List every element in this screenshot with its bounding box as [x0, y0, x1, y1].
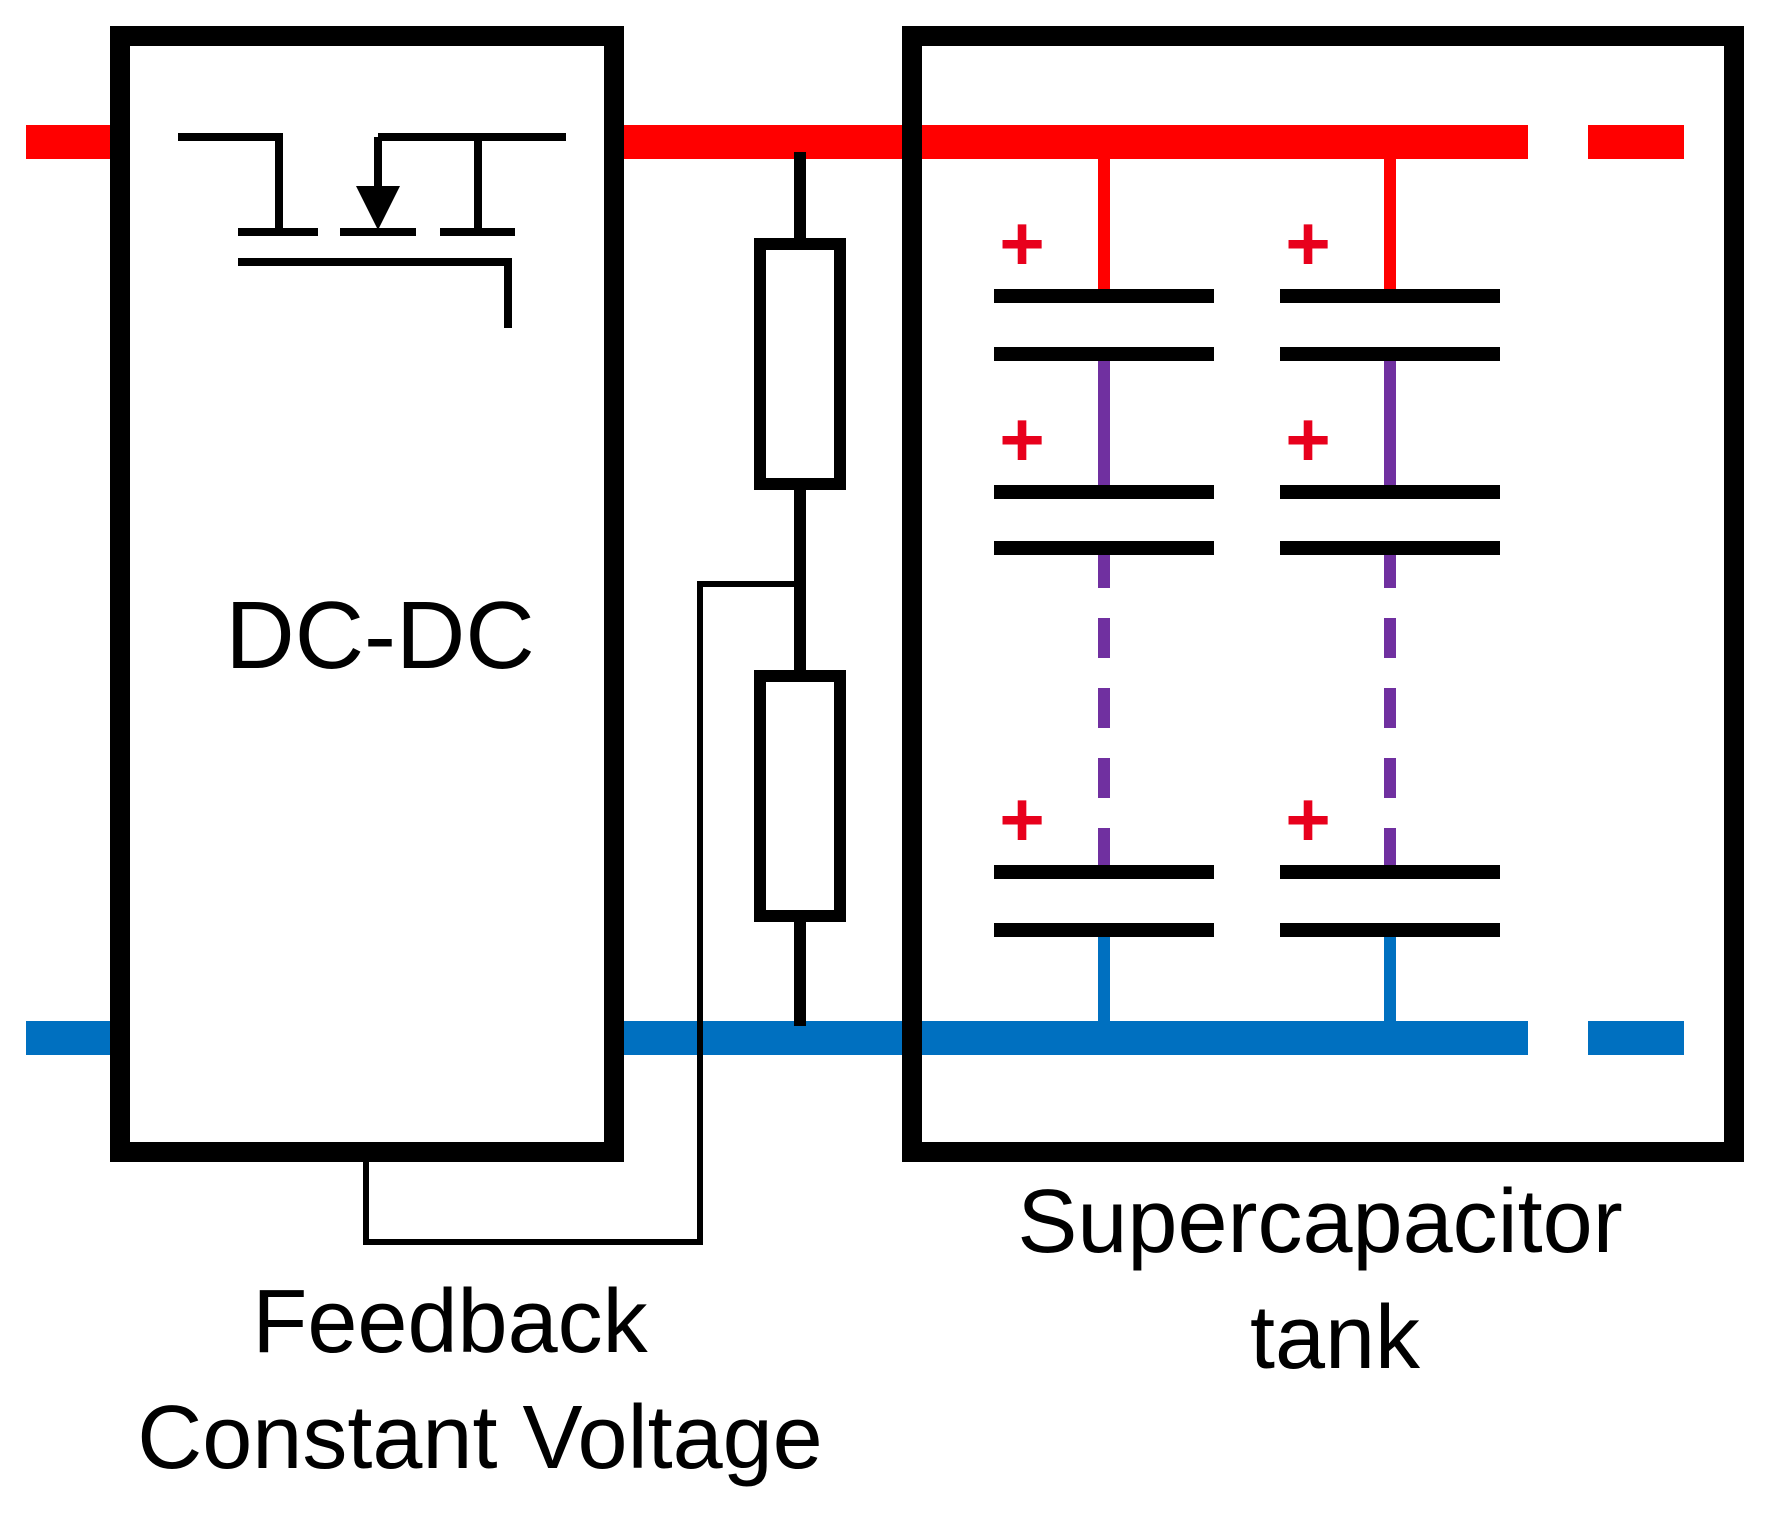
feedback-label-line1: Feedback — [252, 1272, 648, 1372]
tank-label-line2: tank — [1250, 1288, 1421, 1388]
polarity-plus-label: + — [999, 395, 1045, 483]
polarity-plus-label: + — [1285, 775, 1331, 863]
mosfet-icon — [178, 133, 566, 328]
polarity-plus-label: + — [1285, 199, 1331, 287]
resistor-lower — [754, 670, 846, 922]
dc-dc-converter: DC-DC — [110, 26, 624, 1162]
resistor-upper — [754, 238, 846, 490]
polarity-plus-label: + — [999, 199, 1045, 287]
polarity-plus-label: + — [1285, 395, 1331, 483]
capacitor-string-2: + + + — [1280, 158, 1500, 1024]
polarity-plus-label: + — [999, 775, 1045, 863]
voltage-divider — [754, 152, 846, 1026]
feedback-wire — [363, 581, 800, 1245]
capacitor-string-1: + + + — [994, 158, 1214, 1024]
tank-label-line1: Supercapacitor — [1017, 1172, 1622, 1272]
converter-label: DC-DC — [225, 582, 534, 689]
supercapacitor-tank — [902, 26, 1744, 1162]
feedback-label-line2: Constant Voltage — [137, 1388, 823, 1488]
